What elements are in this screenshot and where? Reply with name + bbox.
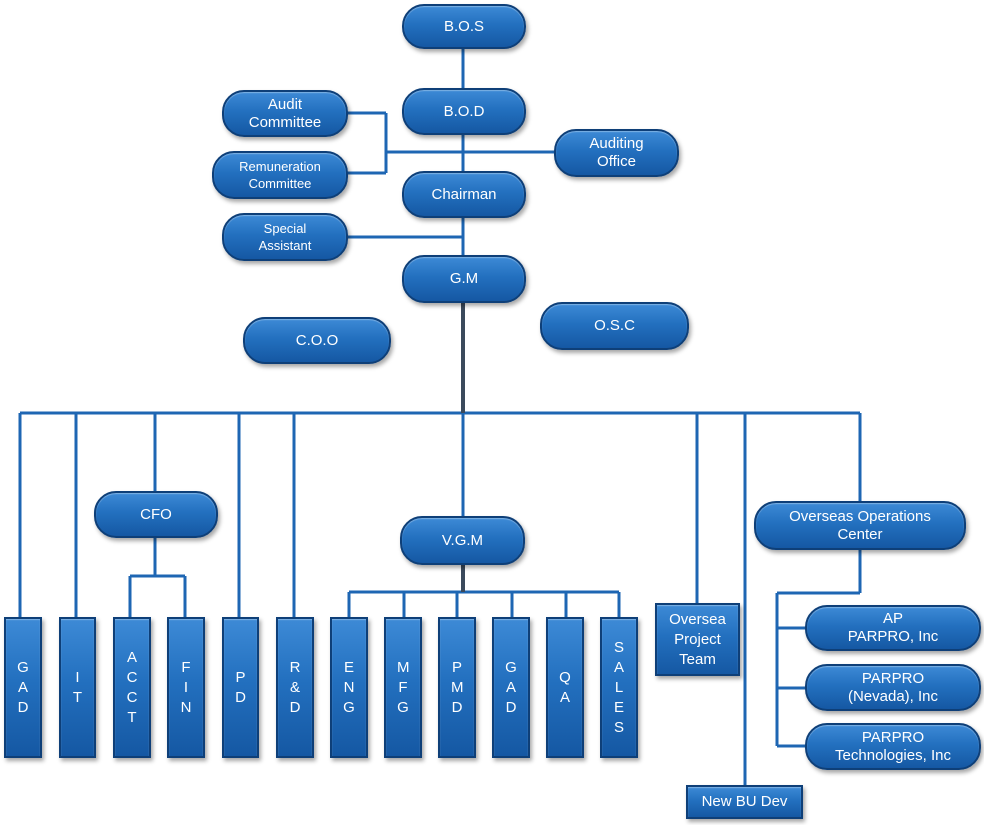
dept-rd: R&D bbox=[276, 617, 314, 758]
chairman-node: Chairman bbox=[402, 171, 526, 218]
dept-pd: PD bbox=[222, 617, 259, 758]
special-assistant-node: Special Assistant bbox=[222, 213, 348, 261]
overseas-project-team-node: Oversea Project Team bbox=[655, 603, 740, 676]
coo-node: C.O.O bbox=[243, 317, 391, 364]
dept-pmd: PMD bbox=[438, 617, 476, 758]
dept-it: IT bbox=[59, 617, 96, 758]
bod-node: B.O.D bbox=[402, 88, 526, 135]
gm-node: G.M bbox=[402, 255, 526, 303]
dept-mfg: MFG bbox=[384, 617, 422, 758]
bos-node: B.O.S bbox=[402, 4, 526, 49]
vgm-node: V.G.M bbox=[400, 516, 525, 565]
dept-sales: SALES bbox=[600, 617, 638, 758]
osc-node: O.S.C bbox=[540, 302, 689, 350]
dept-gad-1: GAD bbox=[4, 617, 42, 758]
ap-parpro-node: AP PARPRO, Inc bbox=[805, 605, 981, 651]
cfo-node: CFO bbox=[94, 491, 218, 538]
new-bu-dev-node: New BU Dev bbox=[686, 785, 803, 819]
dept-gad-2: GAD bbox=[492, 617, 530, 758]
parpro-technologies-node: PARPRO Technologies, Inc bbox=[805, 723, 981, 770]
overseas-operations-center-node: Overseas Operations Center bbox=[754, 501, 966, 550]
auditing-office-node: Auditing Office bbox=[554, 129, 679, 177]
parpro-nevada-node: PARPRO (Nevada), Inc bbox=[805, 664, 981, 711]
remuneration-committee-node: Remuneration Committee bbox=[212, 151, 348, 199]
dept-acct: ACCT bbox=[113, 617, 151, 758]
dept-fin: FIN bbox=[167, 617, 205, 758]
dept-eng: ENG bbox=[330, 617, 368, 758]
dept-qa: QA bbox=[546, 617, 584, 758]
audit-committee-node: Audit Committee bbox=[222, 90, 348, 137]
